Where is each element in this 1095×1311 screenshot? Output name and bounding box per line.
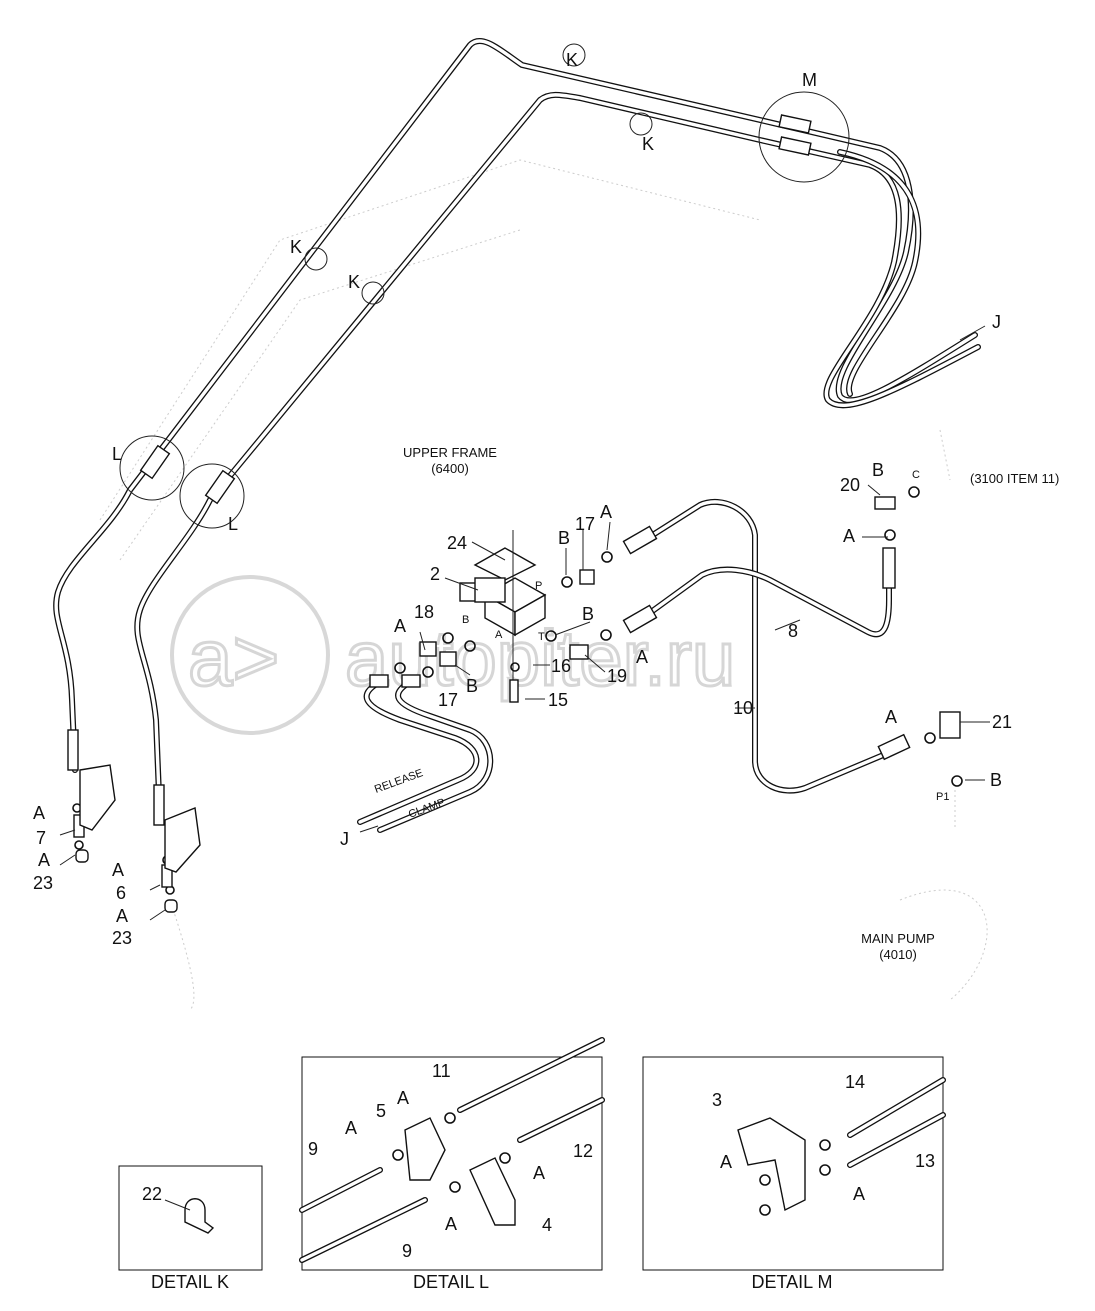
seal-a: A (112, 860, 124, 880)
detail-m: 14 3 13 A A DETAIL M (642, 1056, 946, 1292)
seal-b: B (466, 676, 478, 696)
part-16: 16 (551, 656, 571, 676)
part-13: 13 (915, 1151, 935, 1171)
seal-a: A (397, 1088, 409, 1108)
hose-label-release: RELEASE (373, 767, 425, 796)
port-c: C (912, 469, 920, 481)
callout-m: M (802, 70, 817, 90)
main-pump-label: MAIN PUMP (861, 931, 935, 946)
seal-b: B (582, 604, 594, 624)
part-8: 8 (788, 621, 798, 641)
seal-a: A (720, 1152, 732, 1172)
callout-k: K (642, 134, 654, 154)
port-b: B (462, 614, 469, 626)
port-p: P (535, 580, 542, 592)
watermark-text: autopiter.ru (345, 614, 735, 702)
part-12: 12 (573, 1141, 593, 1161)
leader-lines (59, 325, 990, 921)
seal-a: A (853, 1184, 865, 1204)
part-14: 14 (845, 1072, 865, 1092)
seal-a: A (345, 1118, 357, 1138)
detail-k-caption: DETAIL K (151, 1272, 229, 1292)
seal-a: A (885, 707, 897, 727)
part-6: 6 (116, 883, 126, 903)
detail-k: 22 DETAIL K (118, 1165, 263, 1292)
part-19: 19 (607, 666, 627, 686)
port-p1: P1 (936, 791, 949, 803)
boom-hose-third (837, 149, 922, 397)
boom-hose-outer (53, 37, 978, 773)
machine-ghost-outline (99, 159, 988, 1011)
callout-k: K (290, 237, 302, 257)
seal-a: A (533, 1163, 545, 1183)
callout-j: J (340, 829, 349, 849)
detail-markers (119, 43, 850, 529)
part-18: 18 (414, 602, 434, 622)
part-17: 17 (575, 514, 595, 534)
seal-letters: B A B A A B A B A B A A A A (33, 460, 1002, 926)
seal-a: A (843, 526, 855, 546)
callout-j: J (992, 312, 1001, 332)
seal-a: A (394, 616, 406, 636)
part-24: 24 (447, 533, 467, 553)
callout-l: L (228, 514, 238, 534)
seal-a: A (600, 502, 612, 522)
part-22: 22 (142, 1184, 162, 1204)
detail-l: 11 5 9 12 4 9 A A A A DETAIL L (299, 1037, 605, 1292)
seal-a: A (33, 803, 45, 823)
part-23: 23 (112, 928, 132, 948)
callout-k: K (348, 272, 360, 292)
part-9: 9 (402, 1241, 412, 1261)
part-4: 4 (542, 1215, 552, 1235)
part-5: 5 (376, 1101, 386, 1121)
part-7: 7 (36, 828, 46, 848)
seal-a: A (636, 647, 648, 667)
hose-8 (637, 557, 892, 638)
seal-b: B (990, 770, 1002, 790)
part-20: 20 (840, 475, 860, 495)
solenoid-valve-block (459, 530, 547, 703)
main-pump-code: (4010) (879, 947, 917, 962)
seal-b: B (558, 528, 570, 548)
hose-10 (637, 498, 903, 794)
callout-k: K (566, 50, 578, 70)
o-rings (72, 486, 963, 913)
callout-l: L (112, 444, 122, 464)
detail-l-caption: DETAIL L (413, 1272, 489, 1292)
part-9: 9 (308, 1139, 318, 1159)
seal-a: A (116, 906, 128, 926)
boom-hose-inner (134, 91, 981, 823)
ref-3100-item-11: (3100 ITEM 11) (970, 471, 1059, 486)
port-t: T (538, 631, 545, 643)
hose-fittings (67, 114, 911, 826)
part-3: 3 (712, 1090, 722, 1110)
part-21: 21 (992, 712, 1012, 732)
hose-clamp (377, 679, 494, 833)
watermark: a> autopiter.ru (170, 575, 737, 735)
svg-text:a>: a> (188, 613, 279, 702)
part-15: 15 (548, 690, 568, 710)
part-2: 2 (430, 564, 440, 584)
part-17: 17 (438, 690, 458, 710)
part-11: 11 (432, 1061, 451, 1081)
upper-frame-label: UPPER FRAME (403, 445, 497, 460)
detail-m-caption: DETAIL M (751, 1272, 832, 1292)
seal-a: A (38, 850, 50, 870)
part-23: 23 (33, 873, 53, 893)
hose-release (357, 679, 480, 825)
part-10: 10 (733, 698, 753, 718)
upper-frame-code: (6400) (431, 461, 469, 476)
seal-b: B (872, 460, 884, 480)
port-a: A (495, 629, 503, 641)
seal-a: A (445, 1214, 457, 1234)
